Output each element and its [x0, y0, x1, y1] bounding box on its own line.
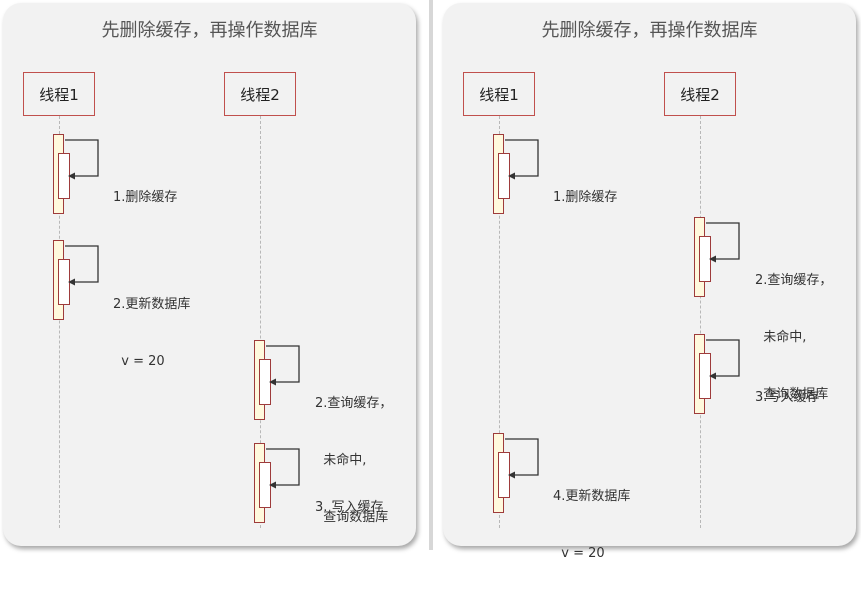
left-step3-label: 2.查询缓存， 未命中, 查询数据库 [315, 356, 392, 565]
right-step1-line1: 1.删除缓存 [553, 190, 618, 205]
right-step2-line3: 查询数据库 [755, 387, 829, 402]
right-step1-label: 1.删除缓存 [553, 150, 617, 245]
right-step2-line1: 2.查询缓存， [755, 273, 833, 288]
left-diagram-panel: 先删除缓存，再操作数据库 线程1 线程2 1.删除缓存 2.更新数据库 v = … [3, 3, 416, 546]
left-step4-self-message-arrow [266, 448, 300, 489]
left-step2-label: 2.更新数据库 v = 20 [113, 257, 190, 409]
left-step4-line1: 3. 写入缓存 [315, 500, 384, 515]
left-panel-title: 先删除缓存，再操作数据库 [101, 20, 318, 41]
left-step3-self-message-arrow [266, 345, 300, 386]
left-step1-self-message-arrow [65, 139, 99, 180]
right-panel-title: 先删除缓存，再操作数据库 [541, 20, 758, 41]
right-step2-line2: 未命中, [755, 330, 807, 345]
left-thread2-lifeline [260, 116, 261, 528]
right-step4-line1: 4.更新数据库 [553, 489, 631, 504]
right-step4-self-message-arrow [505, 438, 539, 479]
right-step3-label: 3.写入缓存 [755, 350, 819, 445]
left-step2-line1: 2.更新数据库 [113, 297, 191, 312]
left-step2-self-message-arrow [65, 245, 99, 286]
left-step3-line3: 查询数据库 [315, 510, 389, 525]
right-diagram-panel: 先删除缓存，再操作数据库 线程1 线程2 1.删除缓存 2.查询缓存， 未命中,… [443, 3, 856, 561]
right-step3-line1: 3.写入缓存 [755, 390, 820, 405]
right-thread1-box: 线程1 [463, 72, 535, 116]
right-step1-self-message-arrow [505, 139, 539, 180]
right-step2-label: 2.查询缓存， 未命中, 查询数据库 [755, 233, 832, 442]
left-thread1-box: 线程1 [23, 72, 95, 116]
left-step1-line1: 1.删除缓存 [113, 190, 178, 205]
left-step1-label: 1.删除缓存 [113, 150, 177, 245]
right-step4-label: 4.更新数据库 v = 20 [553, 449, 630, 601]
left-step3-line1: 2.查询缓存， [315, 396, 393, 411]
left-thread1-lifeline [59, 116, 60, 528]
left-step4-label: 3. 写入缓存 [315, 460, 384, 555]
left-step3-line2: 未命中, [315, 453, 367, 468]
left-step2-line2: v = 20 [113, 354, 165, 369]
right-step3-self-message-arrow [706, 339, 740, 380]
left-thread2-box: 线程2 [224, 72, 296, 116]
right-thread2-lifeline [700, 116, 701, 528]
right-step2-self-message-arrow [706, 222, 740, 263]
right-step4-line2: v = 20 [553, 546, 605, 561]
panel-divider [429, 0, 433, 550]
right-thread1-lifeline [499, 116, 500, 528]
right-thread2-box: 线程2 [664, 72, 736, 116]
